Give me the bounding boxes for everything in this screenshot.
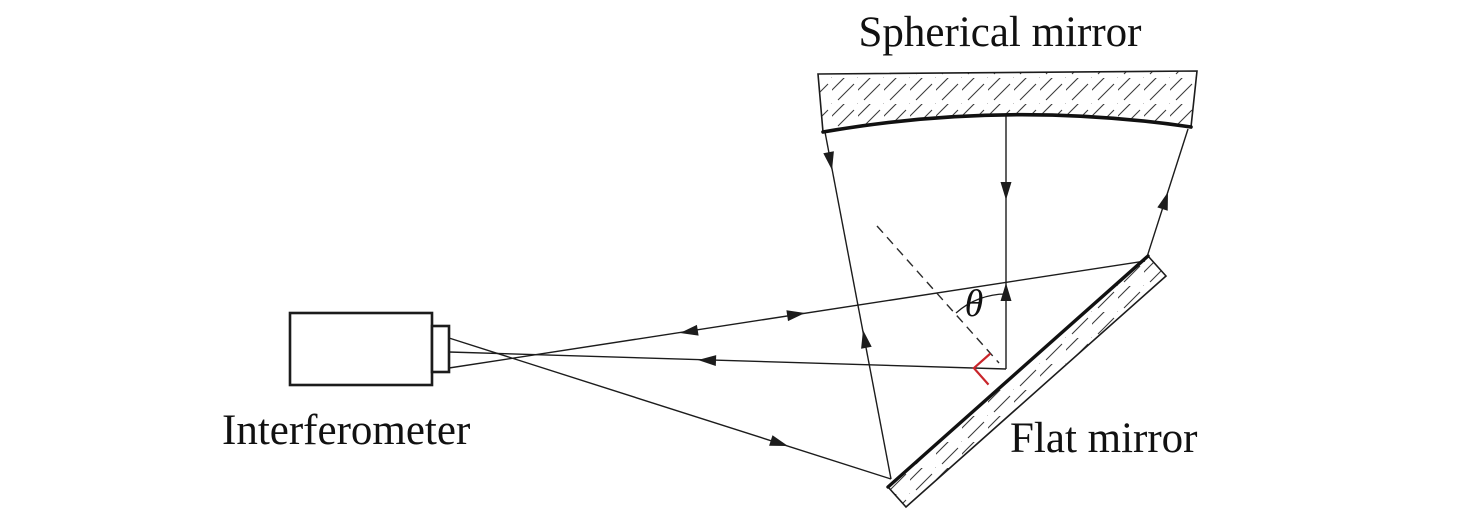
arrowhead-upper-return bbox=[680, 324, 699, 336]
right-angle-marker bbox=[972, 352, 992, 386]
interferometer-aperture bbox=[430, 324, 451, 374]
interferometer bbox=[288, 311, 451, 387]
arrowhead-left-marginal-down bbox=[823, 151, 834, 170]
flat-mirror-surface bbox=[886, 254, 1150, 489]
ray-lower-outgoing bbox=[448, 337, 892, 480]
interferometer-body bbox=[288, 311, 434, 387]
arrowhead-left-marginal-up bbox=[861, 330, 872, 349]
ray-central-return bbox=[448, 351, 1007, 370]
ray-left-marginal bbox=[824, 131, 892, 480]
arrowhead-axis-up bbox=[1000, 283, 1012, 301]
label-theta: θ bbox=[965, 283, 984, 325]
arrowhead-axis-down bbox=[1000, 182, 1012, 200]
spherical-mirror bbox=[817, 70, 1198, 134]
label-interferometer: Interferometer bbox=[222, 407, 470, 454]
arrowhead-right-marginal-up bbox=[1157, 192, 1168, 211]
spherical-mirror-surface bbox=[821, 112, 1193, 134]
theta-arc bbox=[955, 293, 1007, 314]
arrowhead-central-return bbox=[698, 355, 717, 366]
arrowhead-lower-outgoing bbox=[769, 435, 788, 446]
flat-mirror bbox=[886, 254, 1168, 509]
label-spherical-mirror: Spherical mirror bbox=[859, 9, 1142, 56]
label-flat-mirror: Flat mirror bbox=[1010, 415, 1198, 462]
arrowhead-upper-outgoing bbox=[786, 310, 805, 322]
flat-mirror-normal-dashed-line bbox=[876, 225, 1000, 364]
